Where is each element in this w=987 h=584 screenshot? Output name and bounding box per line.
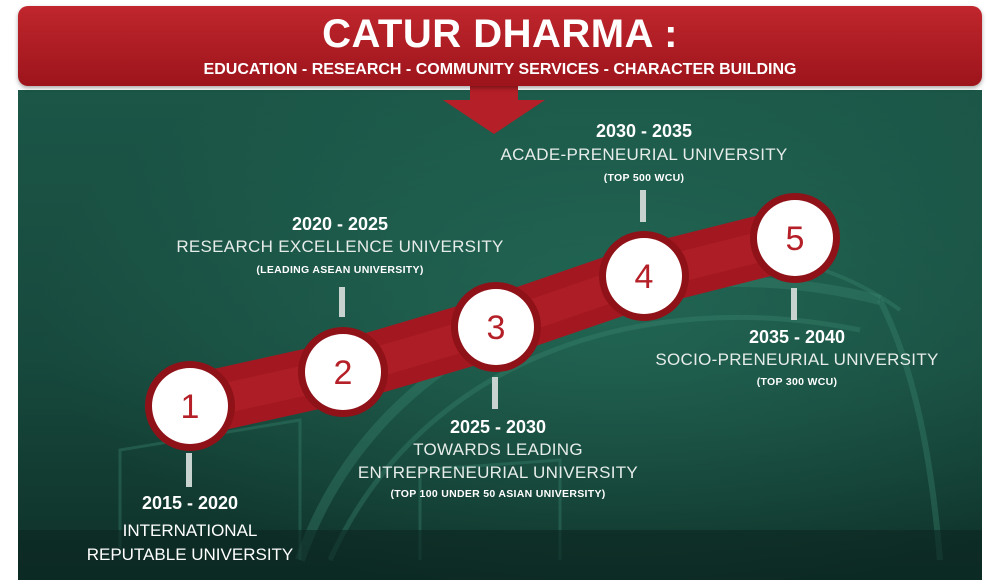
- milestone-number-5: 5: [786, 220, 805, 258]
- milestone-1-years: 2015 - 2020: [141, 493, 239, 513]
- connector-tick-5: [791, 288, 797, 320]
- milestone-2-target: (LEADING ASEAN UNIVERSITY): [256, 264, 424, 276]
- milestone-3-name-line1: TOWARDS LEADING: [413, 440, 583, 459]
- banner-arrow-icon: [443, 84, 545, 134]
- milestone-4-target: (TOP 500 WCU): [603, 172, 685, 184]
- milestone-3-years: 2025 - 2030: [449, 417, 547, 437]
- milestone-2-name: RESEARCH EXCELLENCE UNIVERSITY: [176, 237, 504, 256]
- milestone-4-years: 2030 - 2035: [595, 121, 693, 141]
- milestone-number-1: 1: [181, 388, 200, 426]
- milestone-number-4: 4: [635, 258, 654, 296]
- milestone-3-name-line2: ENTREPRENEURIAL UNIVERSITY: [357, 463, 639, 482]
- milestone-number-3: 3: [487, 309, 506, 347]
- banner-subtitle: EDUCATION - RESEARCH - COMMUNITY SERVICE…: [203, 61, 797, 78]
- milestone-circle-5: 5: [750, 193, 840, 283]
- milestone-5-name: SOCIO-PRENEURIAL UNIVERSITY: [655, 350, 939, 369]
- milestone-2-years: 2020 - 2025: [291, 214, 389, 234]
- connector-tick-3: [492, 377, 498, 409]
- milestone-1-name-line1: INTERNATIONAL: [122, 521, 258, 540]
- milestone-number-2: 2: [334, 354, 353, 392]
- connector-tick-2: [339, 287, 345, 317]
- connector-tick-1: [186, 453, 192, 487]
- connector-ticks: [186, 190, 797, 487]
- banner-title: CATUR DHARMA :: [322, 12, 678, 56]
- connector-tick-4: [640, 190, 646, 222]
- milestone-circle-3: 3: [451, 282, 541, 372]
- milestone-circle-4: 4: [599, 231, 689, 321]
- milestone-1-name-line2: REPUTABLE UNIVERSITY: [86, 545, 294, 564]
- milestone-circle-2: 2: [298, 327, 388, 417]
- milestone-5-target: (TOP 300 WCU): [756, 376, 838, 388]
- milestone-3-target: (TOP 100 UNDER 50 ASIAN UNIVERSITY): [390, 488, 606, 500]
- ground-shadow: [18, 530, 982, 580]
- milestone-4-name: ACADE-PRENEURIAL UNIVERSITY: [500, 145, 788, 164]
- milestone-5-years: 2035 - 2040: [748, 327, 846, 347]
- title-banner: CATUR DHARMA : EDUCATION - RESEARCH - CO…: [18, 6, 982, 86]
- milestone-circle-1: 1: [145, 361, 235, 451]
